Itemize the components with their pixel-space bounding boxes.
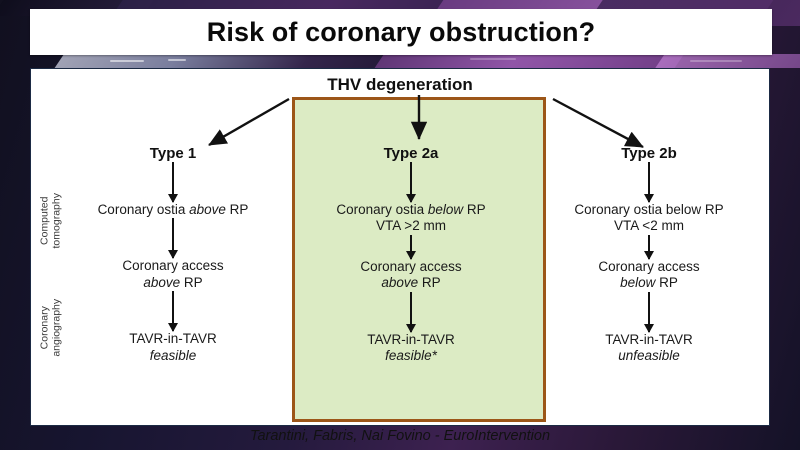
node-type2a-ostia: Coronary ostia below RP VTA >2 mm <box>293 202 529 235</box>
node-type1-access: Coronary access above RP <box>55 258 291 291</box>
branch-arrow-type2b <box>552 97 644 149</box>
node-type2b-ostia: Coronary ostia below RP VTA <2 mm <box>531 202 767 235</box>
flowchart-column-type2a: Type 2a Coronary ostia below RP VTA >2 m… <box>293 145 529 365</box>
flowchart-panel: THV degeneration Computed tomography Cor… <box>30 68 770 426</box>
node-text-emphasis: below <box>427 202 464 217</box>
column-title-type1: Type 1 <box>149 145 197 162</box>
side-label-line: Computed <box>38 196 51 245</box>
column-title-type2a: Type 2a <box>383 145 439 162</box>
background-speck <box>110 60 144 62</box>
arrow-down <box>55 218 291 260</box>
node-type2b-access: Coronary access below RP <box>531 259 767 292</box>
slide-title-bar: Risk of coronary obstruction? <box>30 9 772 55</box>
node-text-emphasis: unfeasible <box>618 348 680 364</box>
node-text-line: TAVR-in-TAVR <box>129 331 217 347</box>
node-text-line: feasible <box>55 348 291 364</box>
node-text-part: RP <box>463 202 486 217</box>
background-speck <box>470 58 516 60</box>
node-type1-outcome: TAVR-in-TAVR feasible <box>55 331 291 364</box>
node-text-part: RP <box>180 274 203 290</box>
node-type2b-outcome: TAVR-in-TAVR unfeasible <box>531 332 767 365</box>
flowchart-column-type2b: Type 2b Coronary ostia below RP VTA <2 m… <box>531 145 767 365</box>
arrow-down <box>293 162 529 203</box>
node-text-line: above RP <box>55 275 291 291</box>
side-label-line: Coronary <box>38 306 51 350</box>
type2a-highlight-box <box>292 97 546 422</box>
arrow-down <box>531 291 767 333</box>
node-text-line: VTA >2 mm <box>376 218 446 234</box>
node-type1-ostia: Coronary ostia above RP <box>55 202 291 218</box>
node-text-part: Coronary ostia <box>336 202 428 217</box>
footer-citation: Tarantini, Fabris, Nai Fovino - EuroInte… <box>249 428 551 444</box>
column-title-type2b: Type 2b <box>621 145 677 162</box>
background-speck <box>168 59 186 61</box>
node-text-part: RP <box>225 202 249 217</box>
arrow-down <box>531 234 767 260</box>
node-text-line: Coronary access <box>598 258 700 274</box>
arrow-down <box>293 291 529 333</box>
flowchart-root-node: THV degeneration <box>327 75 473 94</box>
arrow-down <box>55 291 291 333</box>
node-text-line: unfeasible <box>531 348 767 364</box>
node-text-emphasis: feasible* <box>385 348 437 364</box>
arrow-down <box>55 162 291 203</box>
node-text-part: RP <box>655 275 678 291</box>
arrow-down <box>531 162 767 203</box>
node-text-line: TAVR-in-TAVR <box>367 331 455 347</box>
node-text-emphasis: feasible <box>149 347 197 363</box>
node-text-emphasis: above <box>381 275 419 291</box>
node-text-part: Coronary ostia <box>97 202 190 217</box>
node-text-emphasis: below <box>620 275 656 291</box>
arrow-down <box>293 234 529 260</box>
flowchart-column-type1: Type 1 Coronary ostia above RP Coronary … <box>55 145 291 364</box>
node-text-line: TAVR-in-TAVR <box>605 331 693 347</box>
node-text-line: above RP <box>293 275 529 291</box>
node-text-line: below RP <box>531 275 767 291</box>
node-text-emphasis: above <box>143 274 181 290</box>
background-speck <box>690 60 742 62</box>
node-text-line: Coronary ostia below RP <box>293 202 529 218</box>
node-type2a-outcome: TAVR-in-TAVR feasible* <box>293 332 529 365</box>
node-text-line: Coronary access <box>122 258 224 274</box>
node-text-line: Coronary access <box>360 258 462 274</box>
node-type2a-access: Coronary access above RP <box>293 259 529 292</box>
page-title: Risk of coronary obstruction? <box>206 16 596 47</box>
node-text-emphasis: above <box>189 202 226 217</box>
node-text-line: feasible* <box>293 348 529 364</box>
node-text-line: VTA <2 mm <box>614 218 684 234</box>
branch-arrow-type1 <box>208 97 290 147</box>
node-text-part: RP <box>418 275 441 291</box>
node-text-line: Coronary ostia below RP <box>574 202 724 217</box>
